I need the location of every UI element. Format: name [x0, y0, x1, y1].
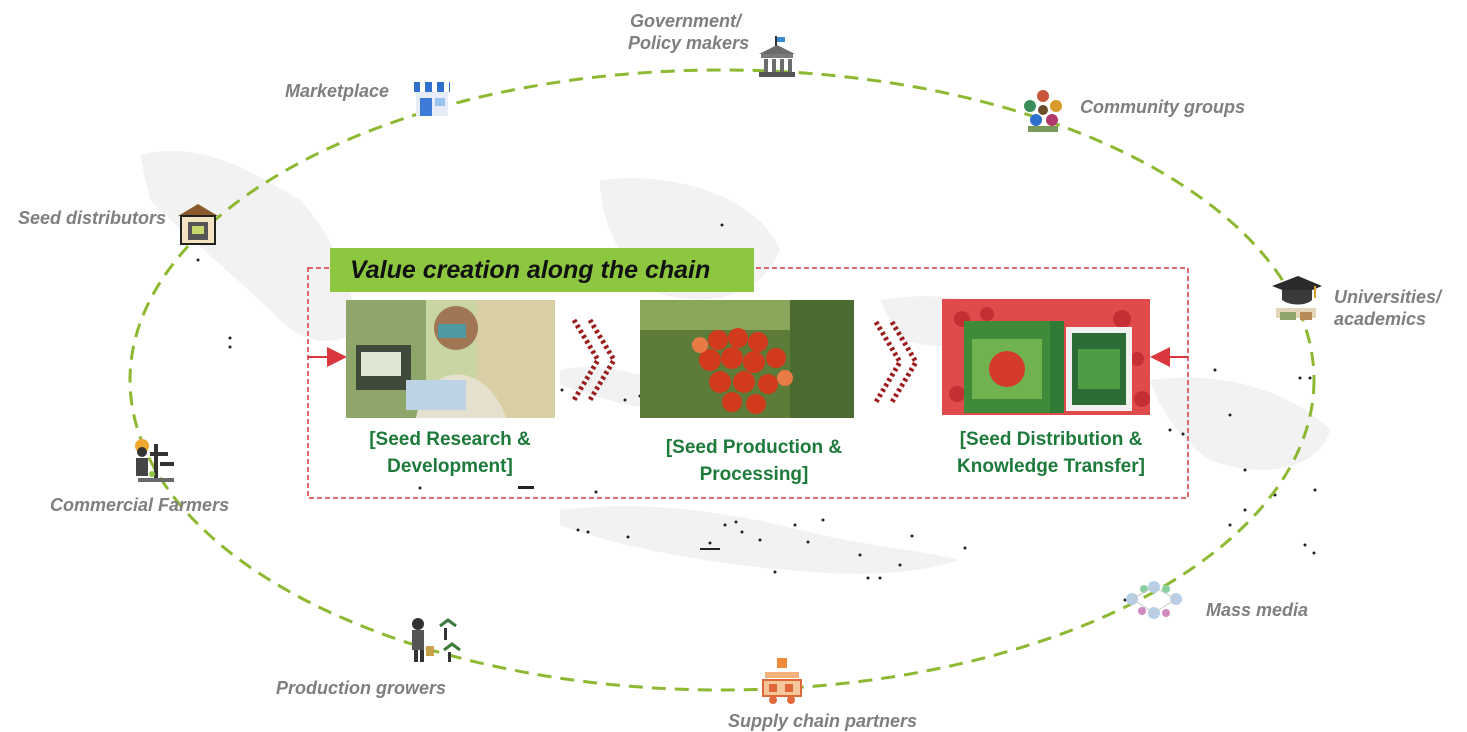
stage-label-research: [Seed Research & Development]: [360, 426, 540, 480]
graduation-cap-icon: [1272, 276, 1322, 320]
stakeholder-government: Government/ Policy makers: [628, 10, 749, 54]
stakeholder-production-growers: Production growers: [276, 678, 447, 698]
stage-label-production-line2: Processing]: [699, 464, 809, 485]
seed-packets-photo: [942, 299, 1150, 415]
stakeholder-commercial-farmers: Commercial Farmers: [50, 495, 230, 515]
stage-photo-distribution: [942, 299, 1150, 415]
stage-label-production: [Seed Production & Processing]: [648, 434, 860, 488]
distributor-store-icon: [178, 204, 218, 245]
stage-label-distribution-line1: [Seed Distribution &: [959, 429, 1143, 450]
stage-label-research-line1: [Seed Research &: [369, 429, 531, 450]
stakeholder-universities: Universities/ academics: [1334, 286, 1441, 330]
stakeholder-mass-media: Mass media: [1206, 600, 1309, 620]
stakeholder-government-line2: Policy makers: [628, 33, 750, 53]
stakeholder-supply-chain: Supply chain partners: [728, 711, 918, 731]
media-network-icon: [1126, 581, 1182, 619]
stage-label-distribution: [Seed Distribution & Knowledge Transfer]: [944, 426, 1158, 480]
grower-icon: [412, 618, 461, 662]
value-chain-title: Value creation along the chain: [330, 248, 754, 292]
government-building-icon: [759, 36, 795, 77]
map-dots: [196, 223, 1317, 602]
supply-chain-icon: [762, 658, 802, 704]
stage-label-production-line1: [Seed Production &: [665, 437, 843, 458]
tomato-cluster-photo: [640, 300, 854, 418]
stage-photo-production: [640, 300, 854, 418]
ecosystem-ring: [128, 68, 1316, 692]
stakeholder-universities-line2: academics: [1334, 309, 1427, 329]
farmer-icon: [135, 439, 174, 482]
stakeholder-community: Community groups: [1080, 97, 1245, 117]
stage-label-distribution-line2: Knowledge Transfer]: [957, 456, 1145, 477]
stakeholder-government-line1: Government/: [630, 11, 742, 31]
market-stall-icon: [414, 82, 450, 116]
community-group-icon: [1024, 90, 1062, 132]
stakeholder-marketplace: Marketplace: [285, 81, 390, 101]
stage-photo-research: [346, 300, 555, 418]
lab-researcher-microscope-photo: [346, 300, 555, 418]
stage-label-research-line2: Development]: [387, 456, 513, 477]
stakeholder-seed-distributors: Seed distributors: [18, 208, 167, 228]
stakeholder-universities-line1: Universities/: [1334, 287, 1442, 307]
value-chain-title-text: Value creation along the chain: [350, 255, 711, 284]
